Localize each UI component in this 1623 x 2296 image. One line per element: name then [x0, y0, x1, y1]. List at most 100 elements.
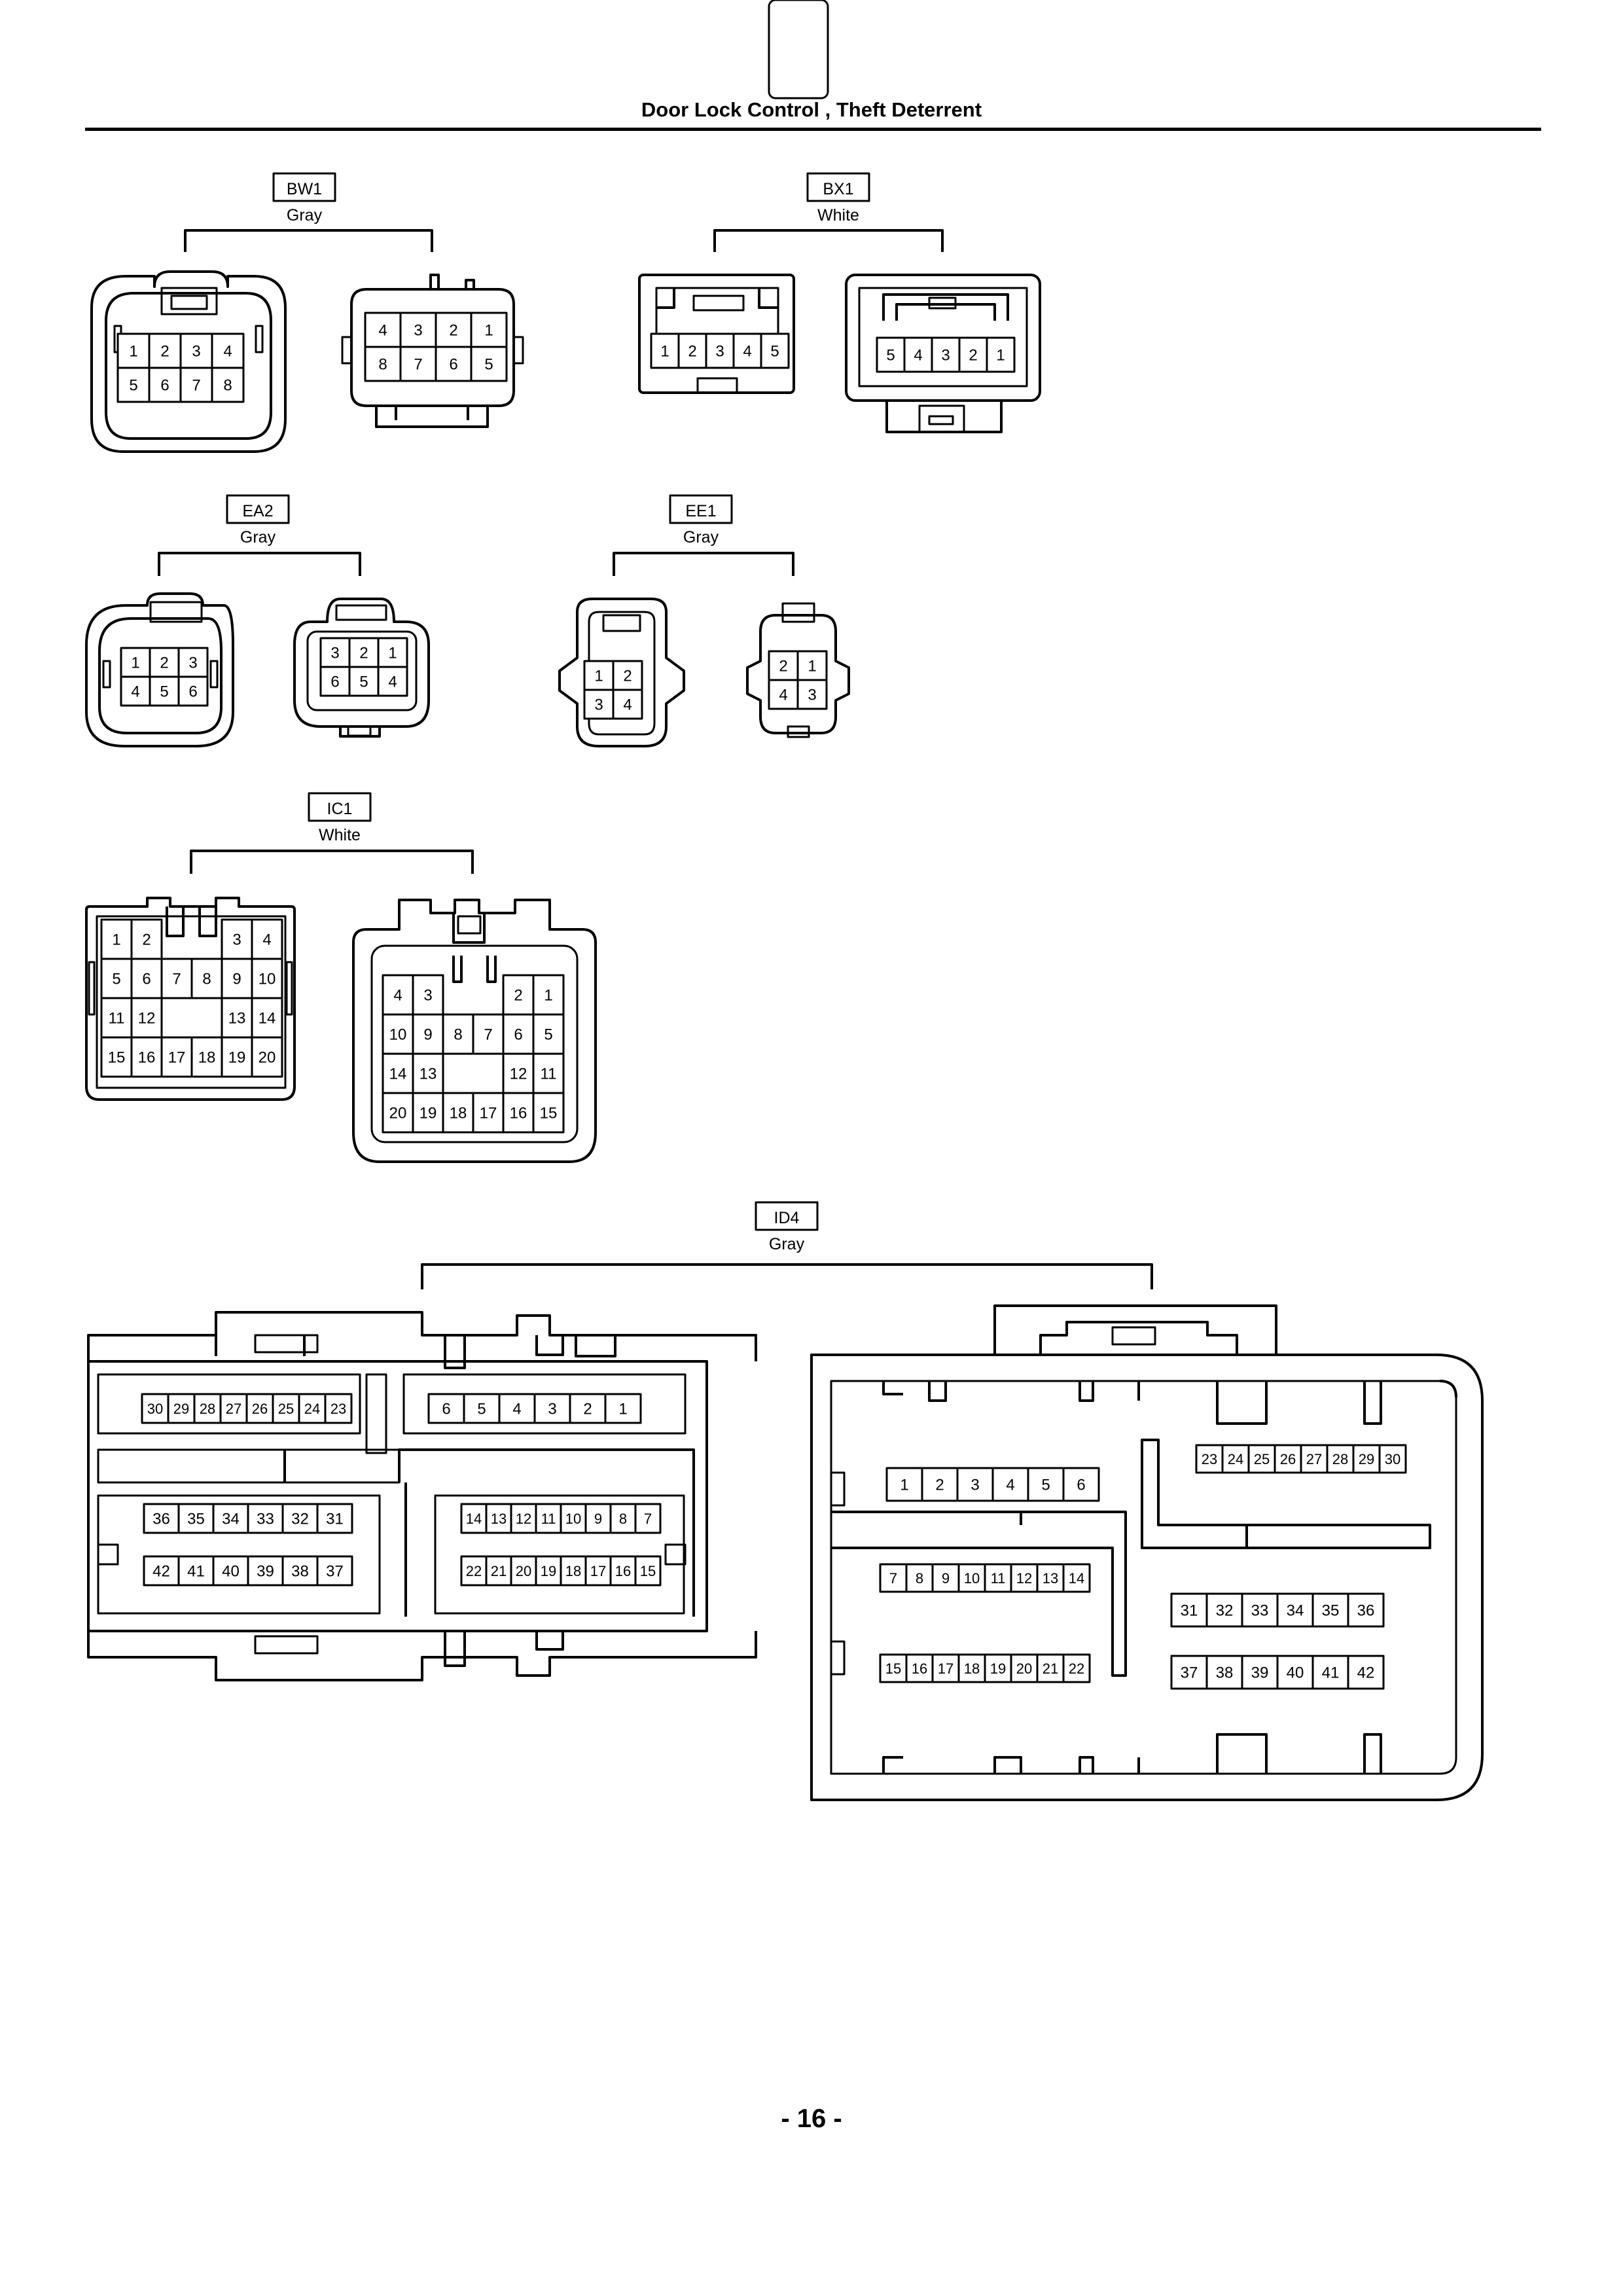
terminal-number: 12	[138, 1010, 156, 1028]
terminal-pin: 14	[382, 1052, 414, 1094]
terminal-number: 28	[200, 1401, 215, 1417]
terminal-number: 2	[514, 987, 522, 1005]
terminal-pin: 20	[382, 1092, 414, 1134]
terminal-number: 4	[131, 683, 139, 701]
terminal-number: 13	[1043, 1570, 1058, 1587]
terminal-number: 7	[172, 971, 181, 988]
terminal-number: 37	[1181, 1664, 1198, 1682]
terminal-pin: 4	[120, 675, 151, 707]
terminal-pin: 20	[251, 1036, 283, 1078]
terminal-pin: 12	[1010, 1563, 1039, 1593]
terminal-pin: 3	[412, 974, 444, 1016]
terminal-number: 11	[541, 1066, 557, 1083]
terminal-number: 31	[326, 1511, 344, 1528]
terminal-pin: 11	[535, 1503, 562, 1534]
terminal-pin: 40	[1276, 1655, 1314, 1690]
terminal-pin: 22	[1062, 1653, 1091, 1683]
terminal-pin: 20	[510, 1555, 537, 1587]
terminal-number: 7	[414, 356, 422, 374]
terminal-number: 31	[1181, 1602, 1198, 1620]
terminal-number: 4	[393, 987, 402, 1005]
terminal-number: 1	[129, 343, 137, 361]
terminal-pin: 33	[1241, 1592, 1279, 1628]
terminal-pin: 4	[498, 1393, 536, 1424]
terminal-number: 18	[565, 1563, 581, 1579]
terminal-pin: 31	[316, 1503, 353, 1534]
terminal-pin: 3	[221, 918, 253, 960]
terminal-pin: 35	[1311, 1592, 1349, 1628]
terminal-number: 1	[131, 655, 139, 672]
terminal-pin: 10	[957, 1563, 986, 1593]
terminal-pin: 24	[1221, 1444, 1250, 1474]
terminal-pin: 32	[1205, 1592, 1243, 1628]
terminal-number: 2	[779, 658, 787, 675]
terminal-number: 3	[232, 931, 241, 949]
terminal-pin: 5	[116, 367, 151, 403]
terminal-number: 6	[330, 673, 339, 691]
terminal-number: 3	[330, 645, 339, 662]
terminal-number: 14	[466, 1511, 482, 1527]
terminal-pin: 41	[1311, 1655, 1349, 1690]
terminal-number: 17	[938, 1660, 954, 1677]
terminal-pin: 6	[502, 1013, 535, 1055]
terminal-pin: 5	[348, 666, 380, 697]
terminal-pin: 12	[510, 1503, 537, 1534]
terminal-number: 17	[590, 1563, 606, 1579]
terminal-number: 10	[964, 1570, 980, 1587]
terminal-pin: 8	[364, 346, 402, 382]
terminal-pin: 6	[427, 1393, 465, 1424]
terminal-pin: 10	[382, 1013, 414, 1055]
terminal-number: 16	[510, 1105, 527, 1122]
terminal-pin: 6	[177, 675, 209, 707]
terminal-pin: 18	[442, 1092, 474, 1134]
terminal-pin: 34	[212, 1503, 249, 1534]
terminal-number: 1	[808, 658, 816, 675]
terminal-number: 15	[640, 1563, 656, 1579]
connector-label-box	[226, 494, 290, 524]
terminal-number: 14	[259, 1010, 276, 1028]
terminal-pin: 18	[560, 1555, 587, 1587]
terminal-pin: 11	[984, 1563, 1012, 1593]
terminal-pin: 31	[1170, 1592, 1208, 1628]
terminal-pin: 37	[316, 1555, 353, 1587]
terminal-number: 36	[1357, 1602, 1375, 1620]
terminal-number: 2	[160, 655, 168, 672]
terminal-number: 8	[454, 1026, 462, 1044]
terminal-pin: 7	[399, 346, 437, 382]
terminal-pin: 36	[143, 1503, 180, 1534]
terminal-number: 2	[449, 322, 457, 340]
terminal-pin: 11	[532, 1052, 565, 1094]
terminal-pin: 19	[535, 1555, 562, 1587]
terminal-number: 23	[1202, 1451, 1217, 1467]
terminal-pin: 7	[179, 367, 213, 403]
terminal-number: 13	[491, 1511, 507, 1527]
terminal-pin: 17	[472, 1092, 505, 1134]
terminal-number: 5	[484, 356, 493, 374]
terminal-number: 15	[885, 1660, 901, 1677]
terminal-number: 8	[619, 1511, 627, 1527]
terminal-pin: 5	[149, 675, 180, 707]
terminal-pin: 5	[1027, 1467, 1065, 1502]
terminal-number: 5	[1041, 1477, 1050, 1494]
terminal-pin: 14	[1062, 1563, 1091, 1593]
terminal-number: 13	[419, 1066, 437, 1083]
title-rule	[85, 128, 1541, 131]
terminal-number: 2	[160, 343, 169, 361]
terminal-number: 6	[142, 971, 151, 988]
terminal-pin: 5	[876, 336, 906, 373]
terminal-pin: 28	[1326, 1444, 1355, 1474]
terminal-number: 13	[228, 1010, 246, 1028]
terminal-number: 18	[964, 1660, 980, 1677]
terminal-number: 1	[660, 343, 669, 361]
terminal-pin: 1	[583, 660, 615, 691]
terminal-number: 4	[743, 343, 751, 361]
terminal-number: 5	[359, 673, 368, 691]
terminal-number: 34	[1287, 1602, 1304, 1620]
terminal-number: 5	[477, 1401, 486, 1418]
terminal-pin: 5	[532, 1013, 565, 1055]
terminal-pin: 1	[100, 918, 133, 960]
connector-body-male	[845, 274, 1041, 433]
terminal-number: 3	[715, 343, 724, 361]
terminal-pin: 2	[677, 332, 707, 369]
